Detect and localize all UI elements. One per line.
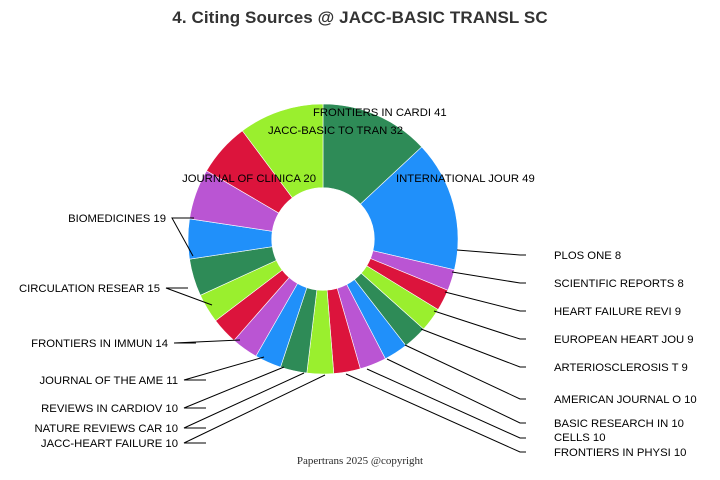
leader-line (183, 356, 265, 381)
leader-line (183, 374, 326, 444)
leader-line (366, 368, 526, 439)
slice-label: NATURE REVIEWS CAR 10 (34, 423, 178, 435)
slice-label: PLOS ONE 8 (554, 250, 621, 262)
slice-label: EUROPEAN HEART JOU 9 (554, 334, 694, 346)
slice-label: BASIC RESEARCH IN 10 (554, 418, 684, 430)
leader-line (433, 310, 526, 340)
leader-line (386, 358, 526, 424)
leader-line (165, 287, 213, 306)
slice-label: SCIENTIFIC REPORTS 8 (554, 278, 684, 290)
slice-label: JOURNAL OF CLINICA 20 (182, 173, 316, 185)
leader-line (171, 217, 194, 257)
slice-label: AMERICAN JOURNAL O 10 (554, 394, 697, 406)
leader-line (183, 366, 285, 409)
slice-label: FRONTIERS IN PHYSI 10 (554, 447, 686, 459)
donut-slice[interactable] (360, 146, 459, 271)
leader-line (451, 271, 526, 284)
slice-label: INTERNATIONAL JOUR 49 (396, 173, 535, 185)
slice-labels: FRONTIERS IN CARDI 41 INTERNATIONAL JOUR … (19, 107, 697, 459)
slice-label: FRONTIERS IN IMMUN 14 (31, 338, 168, 350)
slice-label: ARTERIOSCLEROSIS T 9 (554, 362, 688, 374)
slice-label: JOURNAL OF THE AME 11 (39, 375, 178, 387)
slice-label: JACC-HEART FAILURE 10 (41, 438, 178, 450)
slice-label: REVIEWS IN CARDIOV 10 (41, 403, 178, 415)
leader-lines (165, 217, 526, 453)
leader-line (183, 372, 305, 429)
slice-label: JACC-BASIC TO TRAN 32 (268, 125, 403, 137)
donut-slices (187, 103, 459, 375)
slice-label: FRONTIERS IN CARDI 41 (313, 107, 447, 119)
leader-line (345, 373, 526, 453)
leader-line (173, 339, 241, 344)
leader-line (404, 344, 526, 400)
slice-label: BIOMEDICINES 19 (68, 213, 166, 225)
chart-title: 4. Citing Sources @ JACC-BASIC TRANSL SC (172, 8, 548, 27)
leader-line (456, 249, 526, 256)
leader-line (420, 328, 526, 368)
slice-label: CIRCULATION RESEAR 15 (19, 283, 160, 295)
leader-line (444, 291, 526, 312)
copyright-footer: Papertrans 2025 @copyright (296, 455, 424, 467)
slice-label: HEART FAILURE REVI 9 (554, 306, 681, 318)
slice-label: CELLS 10 (554, 432, 606, 444)
donut-slice[interactable] (241, 103, 324, 199)
